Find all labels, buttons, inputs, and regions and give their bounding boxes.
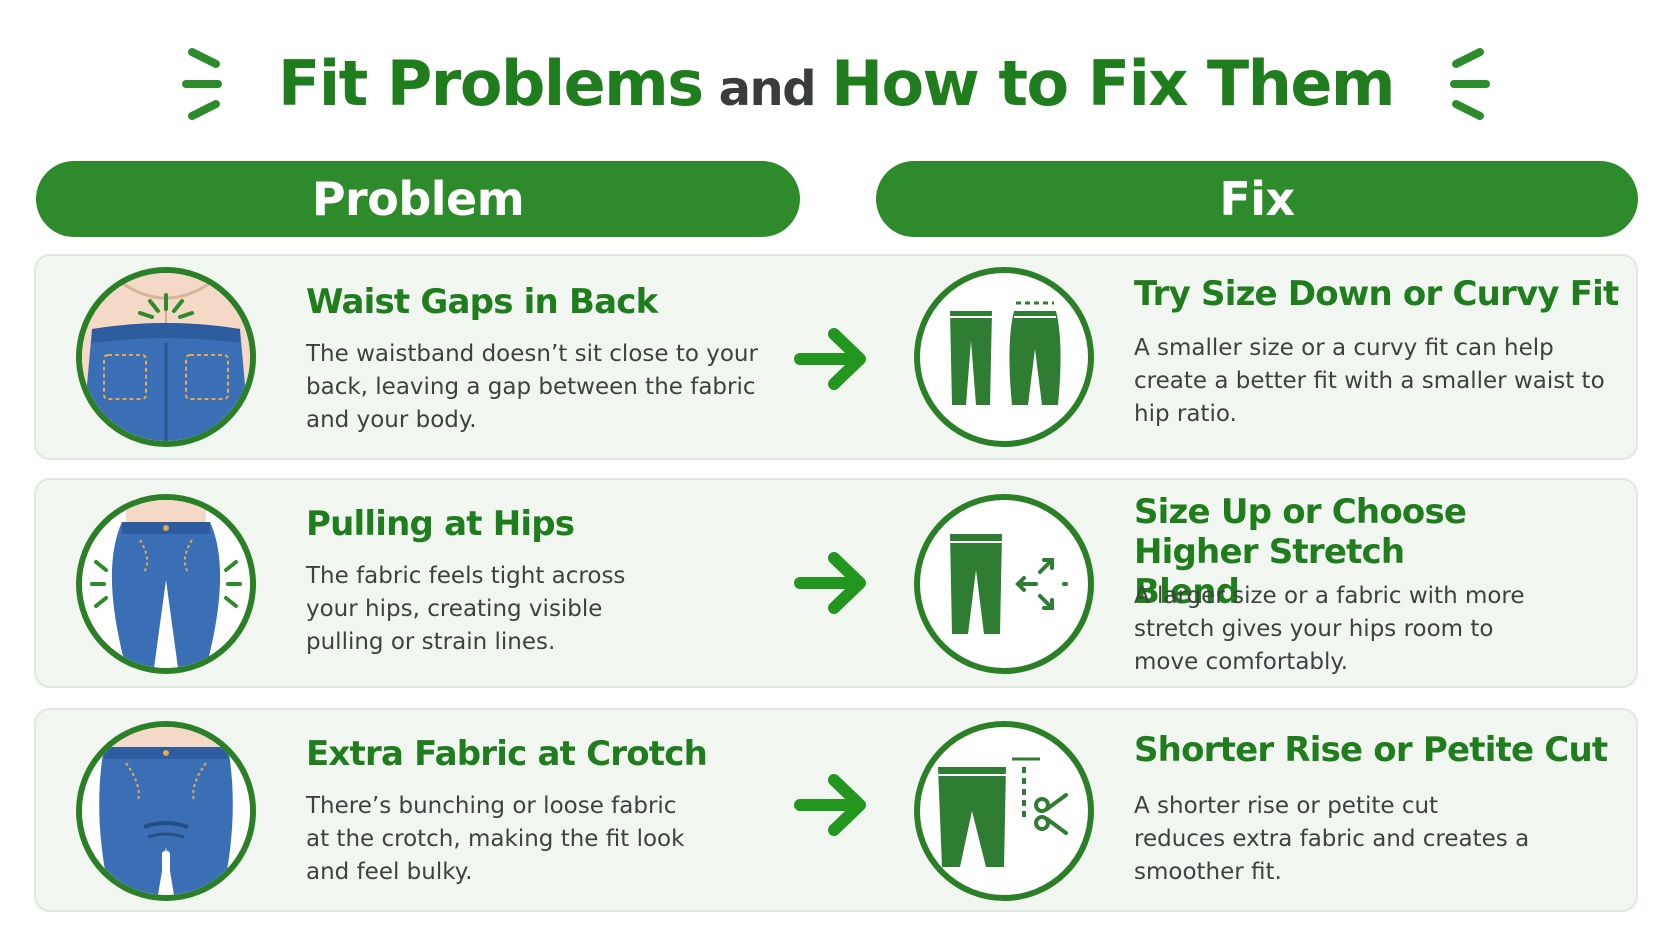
title-bar: Fit Problems and How to Fix Them <box>0 38 1672 128</box>
problem-description: There’s bunching or loose fabric at the … <box>306 793 685 885</box>
fit-row-crotch-fabric: Extra Fabric at Crotch There’s bunching … <box>34 708 1638 912</box>
curvy-fit-pants-icon <box>914 267 1094 447</box>
title-part-3: How to Fix Them <box>831 46 1395 120</box>
jeans-back-waist-gap-icon <box>76 267 256 447</box>
fix-column-header: Fix <box>876 161 1638 237</box>
problem-column-header: Problem <box>36 161 800 237</box>
page-title: Fit Problems and How to Fix Them <box>278 46 1395 120</box>
problem-description: The fabric feels tight across your hips,… <box>306 563 626 655</box>
arrow-right-icon <box>794 552 866 614</box>
arrow-right-icon <box>794 774 866 836</box>
problem-title: Pulling at Hips <box>306 504 575 544</box>
title-part-2: and <box>718 60 817 117</box>
jeans-crotch-bunching-icon <box>76 721 256 901</box>
title-part-1: Fit Problems <box>278 46 704 120</box>
fix-description: A shorter rise or petite cut reduces ext… <box>1134 793 1530 885</box>
fix-title: Shorter Rise or Petite Cut <box>1134 730 1608 770</box>
fix-description: A larger size or a fabric with more stre… <box>1134 583 1525 675</box>
fit-row-hip-pulling: Pulling at Hips The fabric feels tight a… <box>34 478 1638 688</box>
right-burst-icon <box>1450 48 1490 120</box>
problem-title: Waist Gaps in Back <box>306 282 658 322</box>
fix-title: Try Size Down or Curvy Fit <box>1134 274 1619 314</box>
shorter-rise-scissors-icon <box>914 721 1094 901</box>
fix-description: A smaller size or a curvy fit can help c… <box>1134 335 1605 427</box>
left-burst-icon <box>182 48 222 120</box>
jeans-tight-hips-icon <box>76 494 256 674</box>
problem-description: The waistband doesn’t sit close to your … <box>306 341 758 433</box>
fit-row-waist-gap: Waist Gaps in Back The waistband doesn’t… <box>34 254 1638 460</box>
problem-title: Extra Fabric at Crotch <box>306 734 708 774</box>
arrow-right-icon <box>794 328 866 390</box>
stretch-pants-icon <box>914 494 1094 674</box>
fix-title: Size Up or Choose Higher Stretch Blend <box>1134 492 1467 612</box>
